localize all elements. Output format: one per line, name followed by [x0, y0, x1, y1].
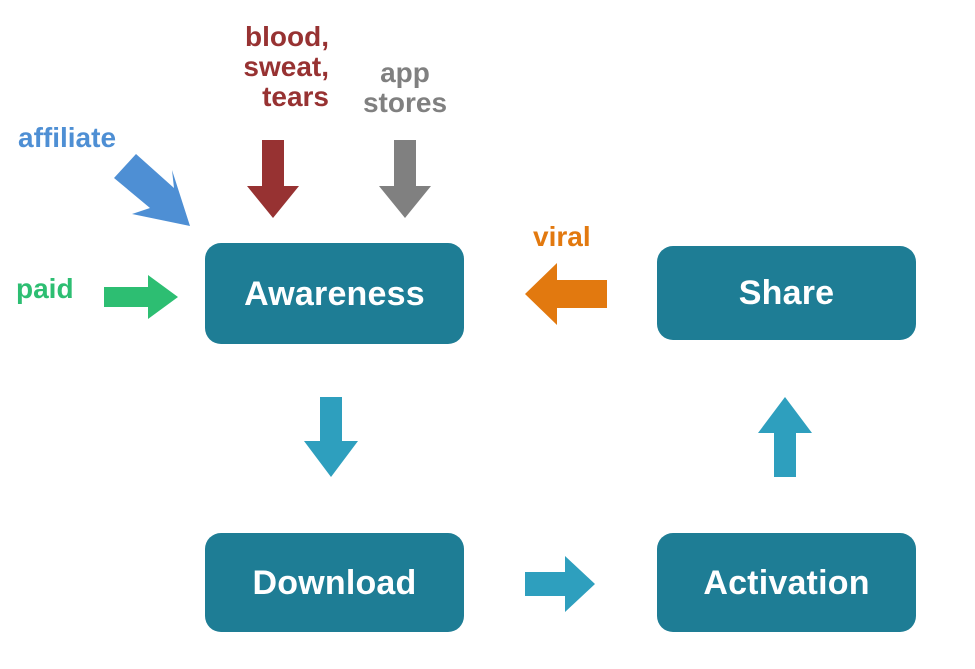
paid-arrow-right-icon	[104, 275, 178, 319]
stage-label-activation: Activation	[703, 563, 870, 602]
stage-box-awareness[interactable]: Awareness	[205, 243, 464, 344]
stage-box-download[interactable]: Download	[205, 533, 464, 632]
affiliate-source-label: affiliate	[18, 122, 117, 153]
activation-to-share-arrow-up-icon	[758, 397, 812, 477]
stage-label-share: Share	[738, 274, 835, 312]
blood-sweat-tears-source-label: blood, sweat, tears	[243, 21, 329, 113]
awareness-to-download-arrow-down-icon	[304, 397, 358, 477]
paid-source-label: paid	[16, 273, 74, 304]
stage-label-awareness: Awareness	[244, 274, 425, 313]
affiliate-arrow-down-right-icon	[110, 152, 194, 228]
download-to-activation-arrow-right-icon	[525, 556, 595, 612]
app-stores-arrow-down-icon	[379, 140, 431, 218]
viral-source-label: viral	[533, 221, 591, 252]
app-stores-source-label: app stores	[362, 57, 448, 119]
blood-sweat-tears-arrow-down-icon	[247, 140, 299, 218]
viral-arrow-left-icon	[525, 263, 607, 325]
stage-label-download: Download	[252, 563, 417, 602]
stage-box-share[interactable]: Share	[657, 246, 916, 340]
stage-box-activation[interactable]: Activation	[657, 533, 916, 632]
